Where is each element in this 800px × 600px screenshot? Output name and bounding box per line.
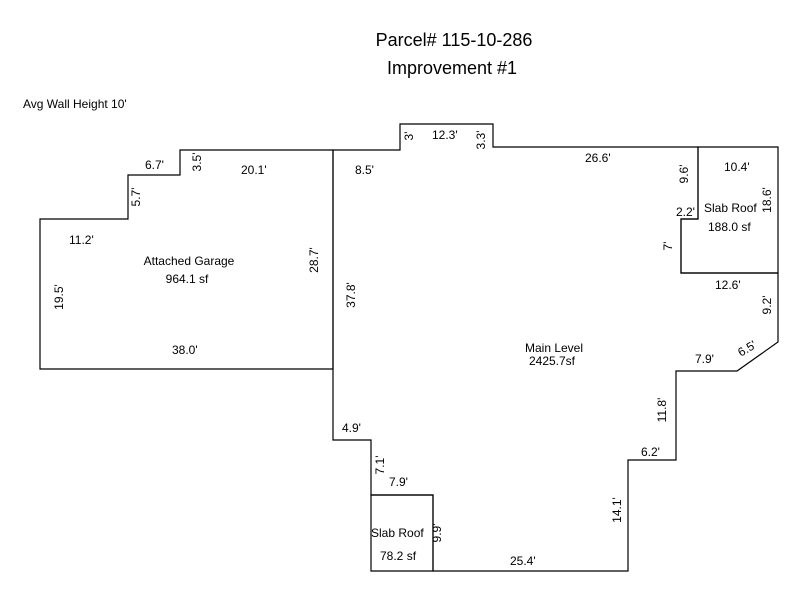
dim-main-right-jog: 2.2' [676,205,695,219]
dim-bump-left: 3' [402,132,416,141]
dim-slab-right-top: 10.4' [724,160,750,174]
dim-slab-right-bottom: 12.6' [715,278,741,292]
dim-main-step-14-1: 14.1' [610,497,624,523]
avg-wall-height-note: Avg Wall Height 10' [23,97,127,111]
dim-slab-right-side: 18.6' [760,187,774,213]
dim-main-right-bottom-side: 9.2' [760,296,774,315]
slab-roof-bottom-area-label: 78.2 sf [380,549,417,563]
dim-main-top-right: 26.6' [585,151,611,165]
dim-garage-left: 19.5' [52,284,66,310]
dim-garage-top-step: 6.7' [145,158,164,172]
improvement-title: Improvement #1 [387,58,517,78]
slab-roof-right-area-label: 188.0 sf [708,220,751,234]
slab-roof-bottom-outline [370,494,434,572]
dim-garage-right: 28.7' [307,247,321,273]
dim-main-left-lower: 7.1' [373,456,387,475]
dim-main-right-upper: 9.6' [677,165,691,184]
dim-main-step-11-8: 11.8' [655,398,669,423]
slab-roof-right-name-label: Slab Roof [704,201,757,215]
dim-slab-bottom-top: 7.9' [389,475,408,489]
garage-area-label: 964.1 sf [166,272,209,286]
dim-main-top-left: 8.5' [355,163,374,177]
dim-main-step-7-9: 7.9' [695,352,714,366]
parcel-title: Parcel# 115-10-286 [376,30,533,50]
dim-main-angle: 6.5' [735,338,758,360]
garage-outline [39,149,334,370]
dim-bump-top: 12.3' [432,128,458,142]
dim-main-left-jog: 4.9' [342,421,361,435]
dim-slab-bottom-side: 9.9' [430,524,444,543]
slab-roof-right-outline [680,146,779,274]
dim-main-step-6-2: 6.2' [641,445,660,459]
dim-bump-right: 3.3' [474,131,488,150]
garage-name-label: Attached Garage [144,254,235,268]
dim-main-right-lower: 7' [661,242,675,251]
main-level-area-label: 2425.7sf [529,354,576,368]
main-level-name-label: Main Level [525,341,583,355]
dim-garage-bottom: 38.0' [172,343,198,357]
dim-garage-step-rise-2: 5.7' [129,188,143,207]
dim-main-bottom: 25.4' [510,554,536,568]
dim-garage-top: 20.1' [241,163,267,177]
dim-main-left: 37.8' [344,282,358,308]
slab-roof-bottom-name-label: Slab Roof [371,526,424,540]
dim-garage-step-rise-1: 3.5' [190,153,204,172]
dim-garage-left-top: 11.2' [69,233,94,247]
